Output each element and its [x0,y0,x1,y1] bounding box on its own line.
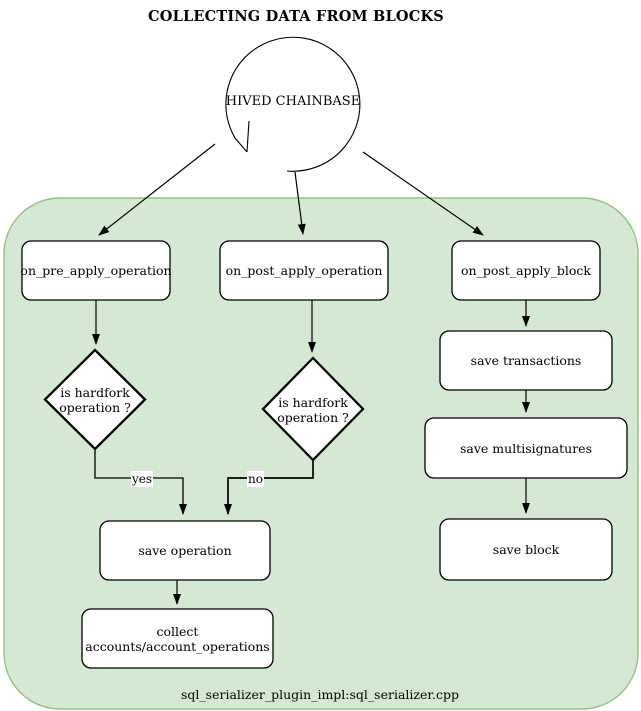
node-save-block [439,518,613,581]
on-post-apply-operation-label: on_post_apply_operation [225,263,383,278]
collect-line2: accounts/account_operations [85,638,270,654]
source-file-caption: sql_serializer_plugin_impl:sql_serialize… [181,686,459,702]
save-multisignatures-label: save multisignatures [459,440,592,456]
chainbase-circle [225,36,361,172]
hardfork-left-line2: operation ? [59,399,131,415]
hardfork-decision-right-label: is hardfork operation ? [263,379,363,440]
on-post-apply-block-label: on_post_apply_block [461,263,591,278]
edge-no-to-save-operation [224,460,314,515]
node-save-operation [99,520,271,581]
hardfork-right-line2: operation ? [277,409,349,425]
save-block-label: save block [492,542,560,557]
edge-chainbase-to-post-apply-operation [294,171,306,235]
edge-label-yes: yes [131,471,154,487]
node-collect-accounts [81,608,274,669]
save-transactions-label: save transactions [470,353,582,368]
sql-serializer-container [3,197,639,710]
collect-line1: collect [156,623,199,639]
edge-label-no: no [247,471,264,487]
edge-chainbase-to-post-apply-block [362,151,484,236]
diagram-title: COLLECTING DATA FROM BLOCKS [148,7,444,25]
hardfork-right-line1: is hardfork [278,394,348,410]
on-pre-apply-operation-label: on_pre_apply_operation [20,263,172,278]
edge-chainbase-to-pre-apply [98,143,216,236]
hardfork-decision-left-label: is hardfork operation ? [45,369,145,430]
node-on-post-apply-operation [219,240,389,301]
collect-accounts-label: collect accounts/account_operations [82,609,273,668]
hardfork-left-line1: is hardfork [60,384,130,400]
chainbase-label: HIVED CHAINBASE [225,93,361,109]
save-operation-label: save operation [138,543,232,558]
